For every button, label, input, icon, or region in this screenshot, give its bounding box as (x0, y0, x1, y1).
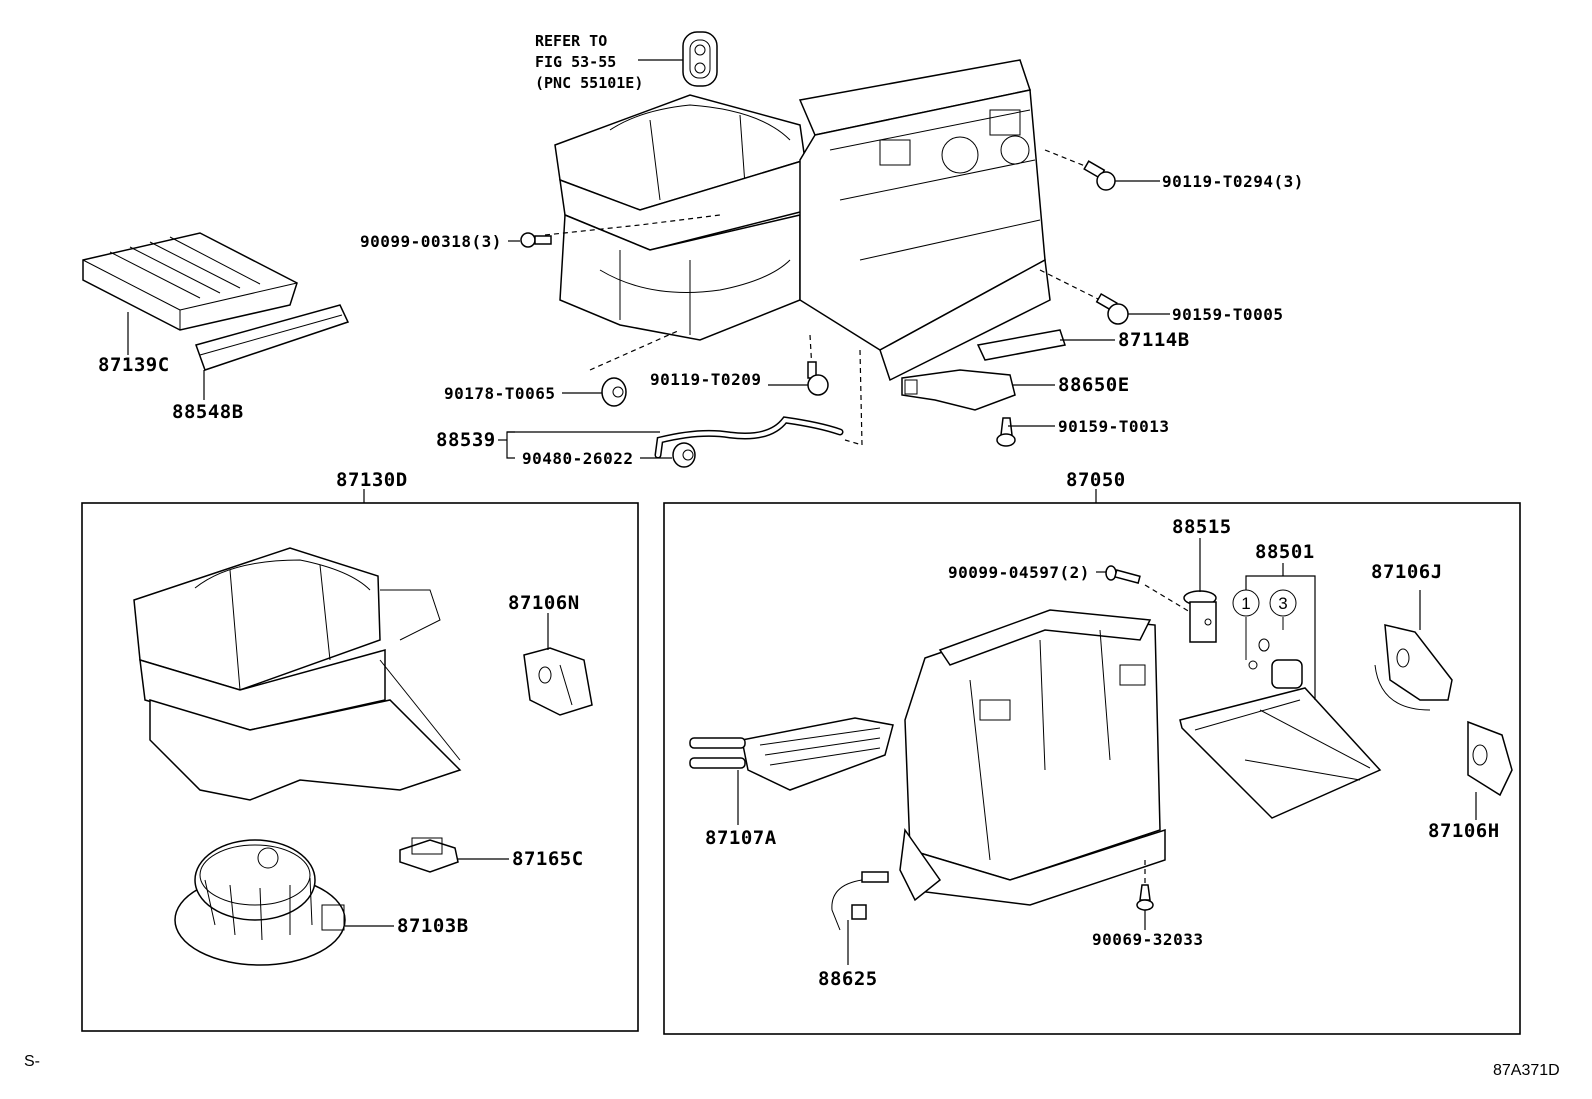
reference-note-line: FIG 53-55 (535, 53, 617, 71)
grommet-icon (682, 31, 718, 87)
connector-88650E-icon (901, 369, 1016, 411)
part-label-90119-T0294[interactable]: 90119-T0294(3) (1162, 172, 1304, 191)
part-label-88548B[interactable]: 88548B (172, 401, 244, 423)
part-label-88625[interactable]: 88625 (818, 968, 878, 990)
part-label-88501[interactable]: 88501 (1255, 541, 1315, 563)
part-label-88539[interactable]: 88539 (436, 429, 496, 451)
subassembly-box-87130D (81, 502, 639, 1032)
part-label-90119-T0209[interactable]: 90119-T0209 (650, 370, 762, 389)
part-label-90480-26022[interactable]: 90480-26022 (522, 449, 634, 468)
expansion-valve-88515-icon (1183, 590, 1217, 643)
part-label-87050[interactable]: 87050 (1066, 469, 1126, 491)
bracket-88539 (506, 431, 515, 459)
part-label-90069-32033[interactable]: 90069-32033 (1092, 930, 1204, 949)
screw-icon (1083, 160, 1116, 191)
screw-icon (996, 417, 1016, 447)
screw-icon (807, 361, 829, 396)
reference-note-line: REFER TO (535, 32, 608, 50)
screw-icon (520, 232, 552, 248)
part-label-90178-T0065[interactable]: 90178-T0065 (444, 384, 556, 403)
o-ring-icon (1258, 638, 1270, 652)
reference-note-line: (PNC 55101E) (535, 74, 644, 92)
part-label-87106J[interactable]: 87106J (1371, 561, 1443, 583)
part-label-87139C[interactable]: 87139C (98, 354, 170, 376)
screw-icon (1136, 860, 1154, 911)
part-label-87114B[interactable]: 87114B (1118, 329, 1190, 351)
footer-left-mark: S- (24, 1053, 40, 1070)
part-label-87103B[interactable]: 87103B (397, 915, 469, 937)
part-label-90159-T0005[interactable]: 90159-T0005 (1172, 305, 1284, 324)
resistor-87165C-icon (399, 837, 459, 873)
blower-motor-87103B-icon (174, 839, 346, 966)
part-label-87107A[interactable]: 87107A (705, 827, 777, 849)
subassembly-box-87050 (663, 502, 1521, 1035)
nut-icon (601, 377, 627, 407)
o-ring-icon (1248, 660, 1258, 670)
grommet-icon (672, 442, 696, 468)
heater-case-icon (899, 609, 1166, 906)
hvac-unit-assembly-icon (554, 59, 1051, 382)
dash-88539 (844, 349, 863, 446)
bolt-icon (1105, 565, 1141, 584)
svg-text:3: 3 (1278, 594, 1287, 613)
reference-note: REFER TO FIG 53-55 (PNC 55101E) (535, 31, 643, 94)
filter-cover-88548B-icon (195, 304, 350, 371)
cabin-filter-87139C-icon (82, 232, 298, 331)
dash-90099-04597 (1144, 584, 1191, 613)
bracket-88501 (1245, 575, 1316, 700)
circled-ref-3: 3 (1269, 589, 1297, 617)
circled-ref-1: 1 (1232, 589, 1260, 617)
svg-text:1: 1 (1241, 594, 1250, 613)
part-label-90099-00318[interactable]: 90099-00318(3) (360, 232, 502, 251)
servo-motor-87106N-icon (523, 647, 593, 716)
part-label-88650E[interactable]: 88650E (1058, 374, 1130, 396)
dash-90178-T0065 (589, 329, 681, 371)
part-label-87106H[interactable]: 87106H (1428, 820, 1500, 842)
servo-motor-87106J-icon (1374, 624, 1453, 711)
part-label-90159-T0013[interactable]: 90159-T0013 (1058, 417, 1170, 436)
evaporator-88501-icon (1179, 659, 1382, 819)
part-label-87130D[interactable]: 87130D (336, 469, 408, 491)
part-label-87165C[interactable]: 87165C (512, 848, 584, 870)
sensor-88625-icon (831, 871, 889, 931)
blower-case-icon (133, 547, 462, 801)
screw-icon (1095, 293, 1129, 325)
dash-90099-00318 (544, 214, 721, 236)
bracket-87114B-icon (976, 329, 1066, 361)
part-label-87106N[interactable]: 87106N (508, 592, 580, 614)
part-label-90099-04597[interactable]: 90099-04597(2) (948, 563, 1090, 582)
servo-motor-87106H-icon (1467, 720, 1513, 797)
figure-code: 87A371D (1493, 1062, 1560, 1079)
part-label-88515[interactable]: 88515 (1172, 516, 1232, 538)
heater-core-87107A-icon (689, 717, 894, 791)
